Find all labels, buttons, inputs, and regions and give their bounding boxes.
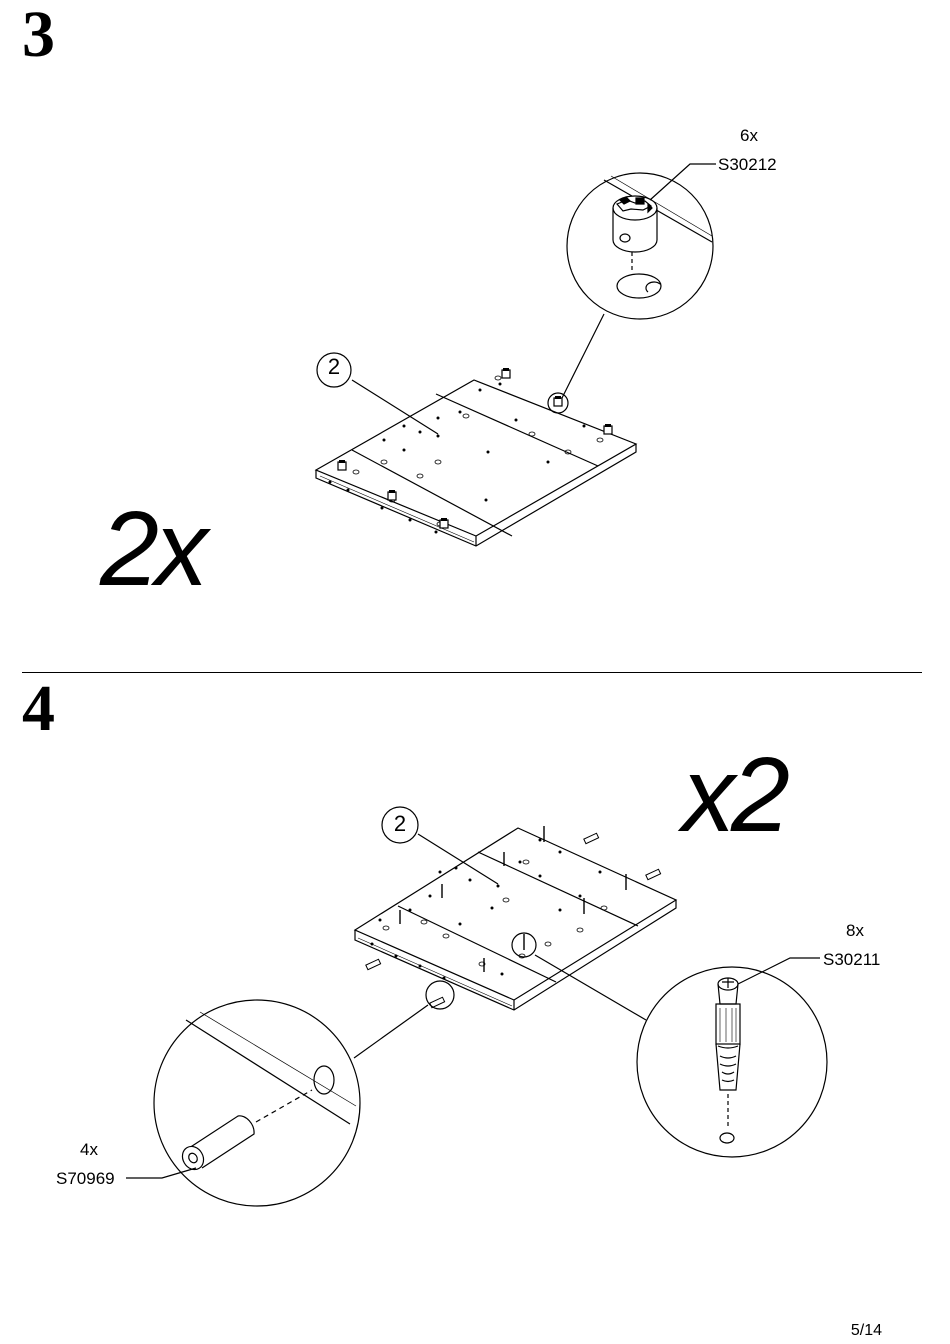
cam-bolt-icon [716,978,740,1090]
step-3-leader [650,164,716,200]
panel-label-circle-step-3 [317,353,351,387]
cam-bolt-detail-circle [535,955,827,1157]
panel-2-step-4 [355,826,676,1010]
panel-2-step-3 [316,368,636,546]
panel-label-circle-step-4 [382,807,418,843]
wooden-dowel-icon [178,1116,254,1174]
wooden-dowel-detail-circle [126,1000,428,1206]
callout-connector [562,314,604,398]
cam-lock-detail-circle [567,173,713,319]
